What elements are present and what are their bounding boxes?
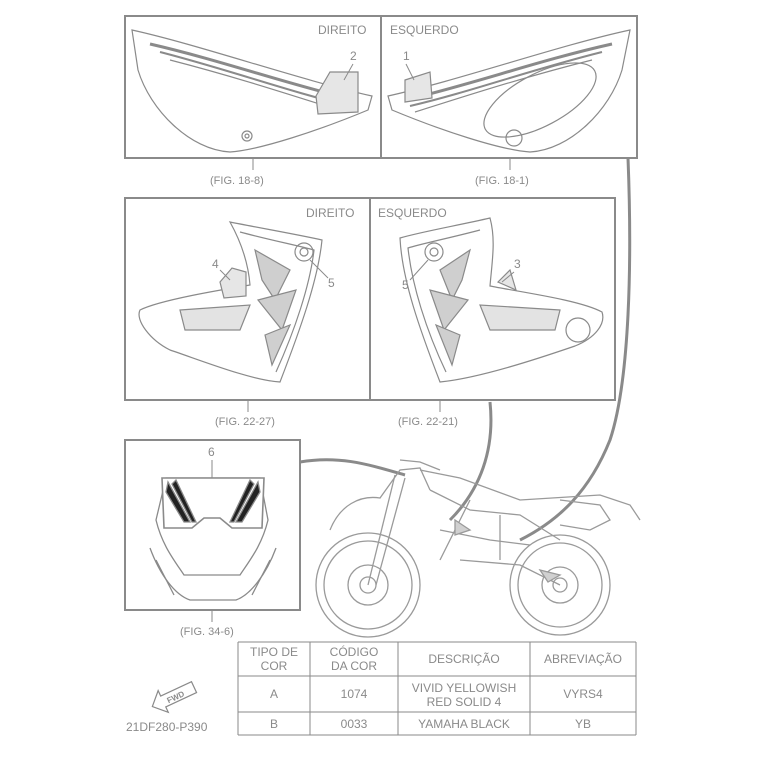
side-label-top-right: DIREITO [318, 23, 366, 37]
row-b-codigo: 0033 [341, 717, 368, 731]
callout-mid-left-b: 3 [514, 257, 521, 271]
connector-mid-panel [448, 401, 493, 522]
side-label-mid-left: ESQUERDO [378, 206, 447, 220]
leader-line [405, 63, 415, 81]
row-b-tipo: B [270, 717, 278, 731]
connector-lines [299, 157, 632, 542]
leader-line [219, 269, 231, 281]
side-cover-right [131, 29, 373, 153]
tank-shroud-right [138, 221, 323, 383]
front-panel: 6 (FIG. 34-6) [124, 439, 301, 638]
header-tipo-line1: TIPO DE [250, 645, 298, 659]
header-descricao: DESCRIÇÃO [428, 652, 499, 666]
header-abreviacao: ABREVIAÇÃO [544, 652, 622, 666]
row-a-abrev: VYRS4 [563, 687, 603, 701]
caption-mid-left: (FIG. 22-21) [398, 416, 458, 428]
header-codigo-line2: DA COR [331, 659, 377, 673]
top-panel: DIREITO 2 ESQUERDO 1 (FIG. 18-8) (FIG. 1… [124, 15, 638, 187]
panel-mid-right-frame [124, 197, 371, 401]
headlight-cover [149, 477, 277, 601]
connector-front-panel [299, 458, 406, 477]
caption-top-left: (FIG. 18-1) [475, 175, 529, 187]
motorcycle [315, 459, 641, 638]
leader-line [501, 271, 515, 283]
caption-mid-right: (FIG. 22-27) [215, 416, 275, 428]
row-b-descricao: YAMAHA BLACK [418, 717, 510, 731]
tank-shroud-left [399, 217, 604, 383]
callout-mid-right-a: 4 [212, 257, 219, 271]
callout-top-left: 1 [403, 49, 410, 63]
row-a-descricao-line2: RED SOLID 4 [427, 695, 502, 709]
header-codigo-line1: CÓDIGO [330, 644, 379, 659]
caption-top-right: (FIG. 18-8) [210, 175, 264, 187]
callout-mid-right-b: 5 [328, 276, 335, 290]
panel-top-left-frame [380, 15, 638, 159]
color-table: TIPO DE COR CÓDIGO DA COR DESCRIÇÃO ABRE… [237, 641, 637, 736]
fwd-arrow-icon: FWD [151, 680, 198, 714]
callout-top-right: 2 [350, 49, 357, 63]
callout-front: 6 [208, 445, 215, 459]
leader-line [343, 63, 354, 81]
leader-line [409, 259, 429, 281]
side-cover-left [387, 29, 631, 153]
middle-panel: DIREITO 4 5 ESQUERDO 5 3 (FIG. 22-27) (F… [124, 197, 616, 428]
rear-wheel [509, 534, 611, 636]
row-a-codigo: 1074 [341, 687, 368, 701]
header-tipo-line2: COR [261, 659, 288, 673]
diagram-id: 21DF280-P390 [126, 720, 208, 734]
row-a-tipo: A [270, 687, 278, 701]
row-b-abrev: YB [575, 717, 591, 731]
leader-line [309, 259, 329, 279]
connector-top-panel [519, 157, 632, 542]
front-wheel [315, 532, 421, 638]
row-a-descricao-line1: VIVID YELLOWISH [412, 681, 516, 695]
side-label-top-left: ESQUERDO [390, 23, 459, 37]
panel-mid-left-frame [369, 197, 616, 401]
caption-front: (FIG. 34-6) [180, 626, 234, 638]
callout-mid-left-a: 5 [402, 278, 409, 292]
side-label-mid-right: DIREITO [306, 206, 354, 220]
